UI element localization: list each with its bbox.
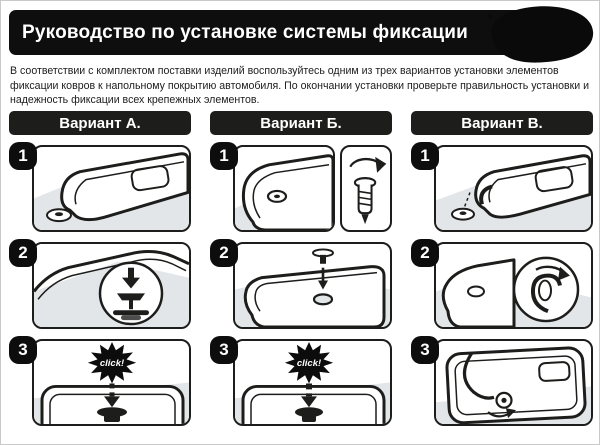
step-a2: 2 (9, 239, 191, 329)
step-v3-number-badge: 3 (411, 336, 439, 364)
step-b3-panel: click! (233, 339, 392, 426)
step-b1-panel-left (233, 145, 335, 232)
click-fastener-illustration: click! (34, 341, 189, 424)
variant-b-label: Вариант Б. (260, 114, 342, 132)
step-v1-number-badge: 1 (411, 142, 439, 170)
brand-logo-blob-icon (487, 6, 594, 63)
step-b1-number-badge: 1 (210, 142, 238, 170)
click-starburst-icon: click! (87, 341, 137, 384)
step-a2-panel (32, 242, 191, 329)
drop-pin-into-hole-illustration (235, 248, 390, 327)
step-v2: 2 (411, 239, 593, 329)
step-v2-number-badge: 2 (411, 239, 439, 267)
step-b3-number-badge: 3 (210, 336, 238, 364)
variant-a-label: Вариант А. (59, 114, 141, 132)
step-v1-panel (434, 145, 593, 232)
step-a1-panel (32, 145, 191, 232)
variant-columns: Вариант А. 1 2 (9, 111, 593, 426)
step-b3: 3 click! (210, 336, 392, 426)
step-a1-number-badge: 1 (9, 142, 37, 170)
step-a3: 3 click! (9, 336, 191, 426)
mat-corner-disc-illustration (34, 152, 189, 230)
variant-v-header: Вариант В. (411, 111, 593, 135)
variant-a-header: Вариант А. (9, 111, 191, 135)
step-b1: 1 (210, 142, 392, 232)
step-b2-number-badge: 2 (210, 239, 238, 267)
title-bar: Руководство по установке системы фиксаци… (9, 10, 571, 55)
click-label: click! (297, 358, 321, 369)
intro-text: В соответствии с комплектом поставки изд… (10, 65, 590, 107)
step-v3: 3 (411, 336, 593, 426)
step-a1: 1 (9, 142, 191, 232)
variant-b-header: Вариант Б. (210, 111, 392, 135)
variant-column-a: Вариант А. 1 2 (9, 111, 191, 426)
step-a3-panel: click! (32, 339, 191, 426)
mat-bracket-disc-illustration (436, 154, 591, 230)
press-pin-magnifier-illustration (34, 244, 189, 327)
step-v2-panel (434, 242, 593, 329)
strap-around-knob-illustration (436, 346, 591, 424)
variant-column-b: Вариант Б. 1 (210, 111, 392, 426)
hook-loop-magnifier-illustration (436, 256, 591, 327)
step-a3-number-badge: 3 (9, 336, 37, 364)
click-fastener-illustration: click! (235, 341, 390, 424)
page-title: Руководство по установке системы фиксаци… (22, 21, 469, 43)
step-b2: 2 (210, 239, 392, 329)
step-v3-panel (434, 339, 593, 426)
click-label: click! (100, 358, 124, 369)
step-b1-panel-right (340, 145, 392, 232)
click-starburst-icon: click! (284, 341, 334, 384)
screw-element-rotation-illustration (349, 156, 387, 225)
step-b2-panel (233, 242, 392, 329)
step-v1: 1 (411, 142, 593, 232)
step-a2-number-badge: 2 (9, 239, 37, 267)
variant-v-label: Вариант В. (461, 114, 543, 132)
variant-column-v: Вариант В. 1 (411, 111, 593, 426)
mat-grommet-illustration (235, 154, 333, 230)
